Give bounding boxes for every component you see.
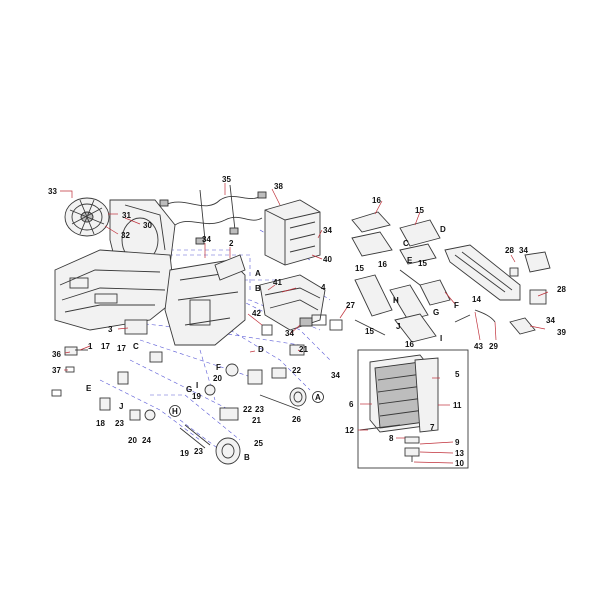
callout-34: 34 [202, 235, 211, 244]
callout-24: 24 [142, 436, 151, 445]
callout-letter-b: B [244, 453, 250, 462]
callout-43: 43 [474, 342, 483, 351]
callout-27: 27 [346, 301, 355, 310]
distribution-duct [259, 274, 343, 336]
callout-34: 34 [285, 329, 294, 338]
callout-36: 36 [52, 350, 61, 359]
callout-22: 22 [292, 366, 301, 375]
callout-letter-i: I [196, 381, 198, 390]
callout-letter-g: G [186, 385, 192, 394]
callout-letter-e: E [86, 384, 92, 393]
callout-letter-e: E [407, 256, 413, 265]
callout-15: 15 [415, 206, 424, 215]
callout-12: 12 [345, 426, 354, 435]
callout-6: 6 [349, 400, 354, 409]
callout-35: 35 [222, 175, 231, 184]
callout-23: 23 [194, 447, 203, 456]
callout-17: 17 [117, 344, 126, 353]
callout-41: 41 [273, 278, 282, 287]
callout-23: 23 [115, 419, 124, 428]
callout-letter-d: D [258, 345, 264, 354]
callout-letter-c: C [403, 239, 409, 248]
callout-14: 14 [472, 295, 481, 304]
leader-lines [60, 183, 549, 464]
callout-37: 37 [52, 366, 61, 375]
callout-7: 7 [430, 423, 435, 432]
callout-42: 42 [252, 309, 261, 318]
callout-22: 22 [243, 405, 252, 414]
callout-16: 16 [405, 340, 414, 349]
callout-28: 28 [557, 285, 566, 294]
callout-letter-j: J [396, 322, 400, 331]
callout-letter-a: A [255, 269, 261, 278]
callout-33: 33 [48, 187, 57, 196]
callout-16: 16 [372, 196, 381, 205]
callout-10: 10 [455, 459, 464, 468]
callout-34: 34 [323, 226, 332, 235]
callout-19: 19 [192, 392, 201, 401]
callout-18: 18 [96, 419, 105, 428]
callout-15: 15 [365, 327, 374, 336]
callout-labels: 33 31 30 32 35 38 34 2 34 40 A B 41 4 42… [48, 175, 566, 468]
callout-20: 20 [213, 374, 222, 383]
callout-letter-h: H [393, 296, 399, 305]
callout-11: 11 [453, 401, 462, 410]
callout-34: 34 [546, 316, 555, 325]
circled-references [169, 391, 324, 417]
callout-25: 25 [254, 439, 263, 448]
main-case [54, 249, 246, 346]
callout-23: 23 [255, 405, 264, 414]
callout-15: 15 [418, 259, 427, 268]
callout-letter-f: F [216, 363, 221, 372]
callout-1: 1 [88, 342, 93, 351]
callout-letter-i: I [440, 334, 442, 343]
callout-3: 3 [108, 325, 113, 334]
callout-15: 15 [355, 264, 364, 273]
callout-letter-a: A [315, 393, 321, 402]
callout-4: 4 [321, 283, 326, 292]
callout-40: 40 [323, 255, 332, 264]
callout-8: 8 [389, 434, 394, 443]
callout-letter-d: D [440, 225, 446, 234]
control-module [264, 199, 321, 266]
callout-letter-f: F [454, 301, 459, 310]
callout-21: 21 [299, 345, 308, 354]
wiring-harness [159, 184, 267, 245]
callout-30: 30 [143, 221, 152, 230]
callout-2: 2 [229, 239, 234, 248]
callout-16: 16 [378, 260, 387, 269]
callout-21: 21 [252, 416, 261, 425]
callout-20: 20 [128, 436, 137, 445]
core-assembly [357, 349, 469, 469]
callout-5: 5 [455, 370, 460, 379]
callout-26: 26 [292, 415, 301, 424]
callout-letter-g: G [433, 308, 439, 317]
small-components [51, 319, 307, 465]
callout-13: 13 [455, 449, 464, 458]
callout-34: 34 [331, 371, 340, 380]
callout-letter-j: J [119, 402, 123, 411]
callout-38: 38 [274, 182, 283, 191]
callout-39: 39 [557, 328, 566, 337]
callout-29: 29 [489, 342, 498, 351]
callout-28: 28 [505, 246, 514, 255]
callout-34: 34 [519, 246, 528, 255]
circled-marker-a [312, 391, 324, 403]
circled-marker-h [169, 405, 181, 417]
callout-letter-h: H [172, 407, 178, 416]
callout-19: 19 [180, 449, 189, 458]
callout-letter-b: B [255, 284, 261, 293]
callout-31: 31 [122, 211, 131, 220]
callout-9: 9 [455, 438, 460, 447]
flaps-and-filters [351, 211, 551, 343]
callout-letter-c: C [133, 342, 139, 351]
callout-17: 17 [101, 342, 110, 351]
callout-32: 32 [121, 231, 130, 240]
